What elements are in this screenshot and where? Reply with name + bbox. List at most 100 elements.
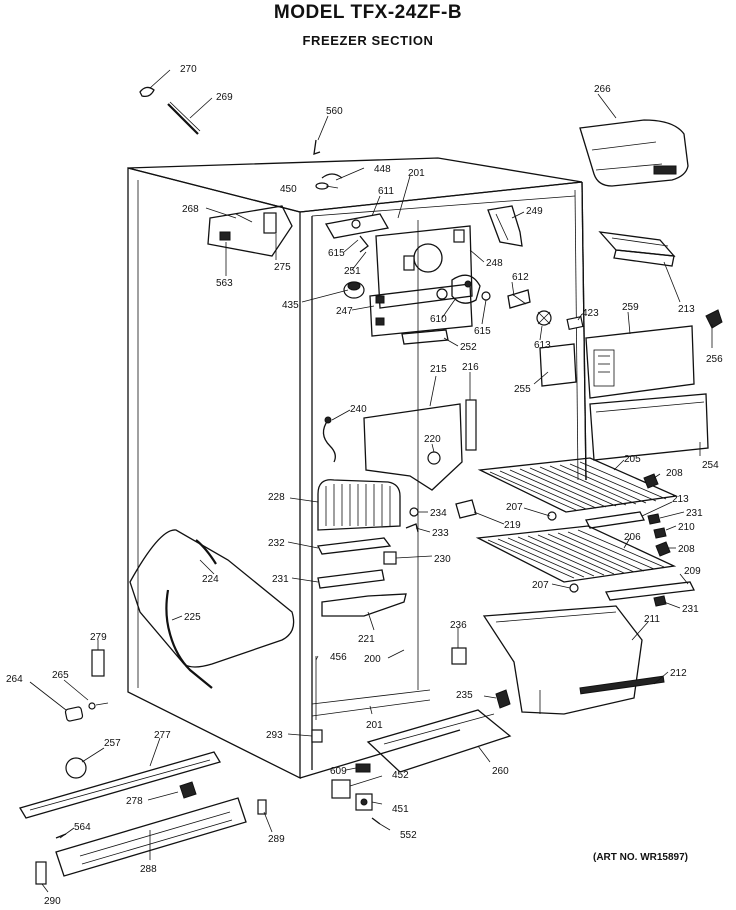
callout-216: 216	[462, 362, 479, 373]
callout-270: 270	[180, 64, 197, 75]
page-subtitle: FREEZER SECTION	[302, 33, 434, 48]
part-260-plate	[366, 709, 512, 773]
callout-266: 266	[594, 84, 611, 95]
callout-219: 219	[504, 520, 521, 531]
callout-611: 611	[378, 186, 394, 197]
part-232-shelf	[317, 537, 392, 555]
callout-613: 613	[534, 340, 551, 351]
part-609-clip	[355, 763, 371, 773]
part-613-socket	[536, 310, 552, 326]
part-265-screw	[88, 702, 109, 710]
callout-612: 612	[512, 272, 529, 283]
part-207-clip-upper	[547, 511, 557, 521]
callout-288: 288	[140, 864, 157, 875]
callout-213-upper: 213	[678, 304, 695, 315]
part-268-bracket	[207, 205, 293, 257]
part-452-plate	[331, 779, 351, 799]
page-title: MODEL TFX-24ZF-B	[273, 2, 463, 23]
part-240-harness	[322, 416, 336, 463]
callout-450: 450	[280, 184, 297, 195]
part-216-bracket	[465, 399, 477, 451]
part-213-ice-tray	[598, 231, 676, 267]
callout-451: 451	[392, 804, 409, 815]
callout-201: 201	[408, 168, 425, 179]
callout-269: 269	[216, 92, 233, 103]
part-269-rod	[167, 101, 201, 135]
part-221-rail	[321, 593, 407, 617]
callout-289: 289	[268, 834, 285, 845]
callout-260: 260	[492, 766, 509, 777]
callout-215: 215	[430, 364, 447, 375]
part-288-grille	[55, 797, 247, 877]
callout-208-lower: 208	[678, 544, 695, 555]
part-290-foot	[35, 861, 47, 885]
part-225-door-pan	[129, 529, 295, 689]
part-213-shelf-front	[585, 511, 645, 529]
part-235-hinge	[495, 689, 511, 709]
callout-labels: 270 269 560 448 201 450 611 266 268 249 …	[6, 64, 723, 907]
callout-235: 235	[456, 690, 473, 701]
part-423-fixture	[566, 315, 584, 331]
callout-207-lower: 207	[532, 580, 549, 591]
callout-236: 236	[450, 620, 467, 631]
callout-610: 610	[430, 314, 447, 325]
part-289-clip	[257, 799, 267, 815]
part-211-basket	[482, 605, 643, 715]
callout-552: 552	[400, 830, 417, 841]
callout-254: 254	[702, 460, 719, 471]
callout-209: 209	[684, 566, 701, 577]
part-209-shelf-front	[605, 581, 695, 601]
callout-208-upper: 208	[666, 468, 683, 479]
part-264-plug	[64, 706, 84, 722]
callout-231-left: 231	[272, 574, 289, 585]
callout-277: 277	[154, 730, 171, 741]
part-279-bracket	[91, 649, 105, 677]
callout-212: 212	[670, 668, 687, 679]
callout-564: 564	[74, 822, 91, 833]
callout-220: 220	[424, 434, 441, 445]
part-451-bracket	[355, 793, 373, 811]
callout-251: 251	[344, 266, 361, 277]
callout-452: 452	[392, 770, 409, 781]
callout-207-upper: 207	[506, 502, 523, 513]
callout-205: 205	[624, 454, 641, 465]
part-215-shroud	[363, 403, 463, 491]
callout-609: 609	[330, 766, 347, 777]
part-255-cover	[539, 343, 577, 387]
callout-257: 257	[104, 738, 121, 749]
callout-201-lower: 201	[366, 720, 383, 731]
part-231-clip-upper	[647, 513, 661, 525]
callout-231-right-upper: 231	[686, 508, 703, 519]
part-254-panel	[589, 393, 709, 461]
callout-221: 221	[358, 634, 375, 645]
part-207-clip-lower	[569, 583, 579, 593]
callout-232: 232	[268, 538, 285, 549]
callout-247: 247	[336, 306, 353, 317]
part-230-bracket	[383, 551, 397, 565]
callout-211: 211	[644, 614, 660, 625]
leader-lines	[29, 69, 713, 893]
part-210-clip	[653, 527, 667, 539]
part-277-rail	[19, 751, 221, 819]
callout-423: 423	[582, 308, 599, 319]
callout-224: 224	[202, 574, 219, 585]
art-number: (ART NO. WR15897)	[592, 852, 688, 863]
control-mount-assembly	[313, 139, 473, 337]
callout-268: 268	[182, 204, 199, 215]
callout-256: 256	[706, 354, 723, 365]
callout-265: 265	[52, 670, 69, 681]
callout-228: 228	[268, 492, 285, 503]
part-233-clip	[405, 523, 419, 533]
part-212-handle	[579, 675, 665, 695]
part-236-bracket	[451, 647, 467, 665]
part-228-evaporator	[317, 479, 401, 531]
callout-293: 293	[266, 730, 283, 741]
callout-563: 563	[216, 278, 233, 289]
part-612-switch	[507, 289, 531, 309]
callout-560: 560	[326, 106, 343, 117]
part-270-clip	[139, 86, 155, 98]
callout-210: 210	[678, 522, 695, 533]
callout-213-lower: 213	[672, 494, 689, 505]
callout-200: 200	[364, 654, 381, 665]
